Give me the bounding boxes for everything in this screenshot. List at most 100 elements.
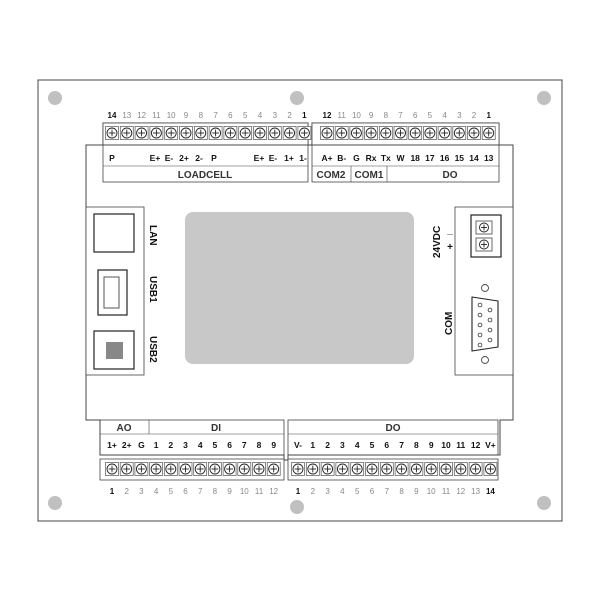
power-terminal[interactable] bbox=[470, 214, 502, 258]
signal-label: 9 bbox=[271, 440, 276, 450]
terminal-screw[interactable] bbox=[134, 462, 149, 476]
lan-port[interactable] bbox=[93, 213, 135, 253]
pin-number: 11 bbox=[442, 487, 451, 496]
terminal-screw[interactable] bbox=[223, 126, 238, 140]
do-top-label: DO bbox=[443, 170, 458, 181]
signal-label: 2- bbox=[195, 153, 203, 163]
terminal-screw[interactable] bbox=[238, 126, 253, 140]
terminal-screw[interactable] bbox=[119, 126, 134, 140]
terminal-screw[interactable] bbox=[393, 126, 408, 140]
pin-number: 7 bbox=[385, 487, 390, 496]
signal-label: E- bbox=[165, 153, 174, 163]
terminal-screw[interactable] bbox=[320, 462, 335, 476]
terminal-screw[interactable] bbox=[266, 462, 281, 476]
terminal-screw[interactable] bbox=[350, 462, 365, 476]
terminal-screw[interactable] bbox=[253, 126, 267, 140]
db9-pin bbox=[487, 317, 493, 323]
bottom-left-label-box bbox=[99, 419, 285, 456]
terminal-screw[interactable] bbox=[282, 126, 297, 140]
terminal-screw[interactable] bbox=[164, 126, 179, 140]
terminal-screw[interactable] bbox=[163, 462, 178, 476]
terminal-screw[interactable] bbox=[193, 126, 208, 140]
terminal-screw[interactable] bbox=[365, 462, 379, 476]
terminal-screw[interactable] bbox=[149, 462, 163, 476]
terminal-screw[interactable] bbox=[349, 126, 364, 140]
terminal-screw[interactable] bbox=[378, 126, 393, 140]
pin-number: 10 bbox=[240, 487, 249, 496]
signal-label: G bbox=[138, 440, 145, 450]
pin-number: 2 bbox=[124, 487, 129, 496]
pin-number: 7 bbox=[213, 111, 218, 120]
db9-pin bbox=[487, 337, 493, 343]
terminal-screw[interactable] bbox=[481, 126, 496, 140]
terminal-screw[interactable] bbox=[320, 126, 334, 140]
terminal-screw[interactable] bbox=[439, 462, 453, 476]
terminal-screw[interactable] bbox=[424, 462, 439, 476]
db9-pin bbox=[477, 332, 483, 338]
pin-number: 8 bbox=[199, 111, 204, 120]
terminal-screw[interactable] bbox=[305, 462, 320, 476]
terminal-screw[interactable] bbox=[134, 126, 149, 140]
terminal-screw[interactable] bbox=[208, 126, 223, 140]
terminal-screw[interactable] bbox=[193, 462, 208, 476]
terminal-screw[interactable] bbox=[267, 126, 282, 140]
mount-hole-top-center bbox=[290, 91, 304, 105]
terminal-screw[interactable] bbox=[423, 126, 437, 140]
pin-number: 1 bbox=[302, 111, 307, 120]
ao-label: AO bbox=[117, 423, 132, 434]
terminal-screw[interactable] bbox=[297, 126, 312, 140]
terminal-screw[interactable] bbox=[252, 462, 266, 476]
terminal-screw[interactable] bbox=[335, 462, 350, 476]
terminal-screw[interactable] bbox=[452, 126, 467, 140]
terminal-screw[interactable] bbox=[105, 126, 119, 140]
signal-label: 6 bbox=[227, 440, 232, 450]
pin-number: 11 bbox=[255, 487, 264, 496]
terminal-screw[interactable] bbox=[437, 126, 452, 140]
signal-label: 1+ bbox=[107, 440, 117, 450]
terminal-screw[interactable] bbox=[105, 462, 119, 476]
power-minus-label: _ bbox=[446, 225, 453, 236]
pin-number: 1 bbox=[486, 111, 491, 120]
signal-label: A+ bbox=[321, 153, 332, 163]
pin-number: 10 bbox=[352, 111, 361, 120]
terminal-screw[interactable] bbox=[364, 126, 378, 140]
terminal-screw[interactable] bbox=[409, 462, 424, 476]
terminal-screw[interactable] bbox=[178, 462, 193, 476]
signal-label: 4 bbox=[198, 440, 203, 450]
terminal-screw[interactable] bbox=[208, 462, 222, 476]
db9-serial-connector[interactable] bbox=[471, 284, 499, 364]
bottom-right-screws bbox=[291, 462, 498, 476]
mount-hole-bottom-right bbox=[537, 496, 551, 510]
terminal-screw[interactable] bbox=[237, 462, 252, 476]
terminal-screw[interactable] bbox=[334, 126, 349, 140]
terminal-screw[interactable] bbox=[468, 462, 483, 476]
terminal-screw[interactable] bbox=[453, 462, 468, 476]
terminal-screw[interactable] bbox=[119, 462, 134, 476]
signal-label: 8 bbox=[257, 440, 262, 450]
pin-number: 10 bbox=[167, 111, 176, 120]
pin-number: 10 bbox=[427, 487, 436, 496]
bottom-right-label-box bbox=[287, 419, 499, 456]
power-plus-label: + bbox=[447, 242, 453, 253]
terminal-screw[interactable] bbox=[394, 462, 409, 476]
pin-number: 9 bbox=[369, 111, 374, 120]
terminal-screw[interactable] bbox=[149, 126, 164, 140]
terminal-screw[interactable] bbox=[467, 126, 481, 140]
pin-number: 14 bbox=[486, 487, 495, 496]
pin-number: 2 bbox=[287, 111, 292, 120]
terminal-screw[interactable] bbox=[179, 126, 193, 140]
terminal-screw[interactable] bbox=[483, 462, 498, 476]
db9-pin bbox=[477, 342, 483, 348]
signal-label: 5 bbox=[370, 440, 375, 450]
terminal-screw[interactable] bbox=[379, 462, 394, 476]
terminal-screw[interactable] bbox=[291, 462, 305, 476]
terminal-screw[interactable] bbox=[408, 126, 423, 140]
pin-number: 3 bbox=[325, 487, 330, 496]
terminal-screw[interactable] bbox=[222, 462, 237, 476]
pin-number: 5 bbox=[169, 487, 174, 496]
